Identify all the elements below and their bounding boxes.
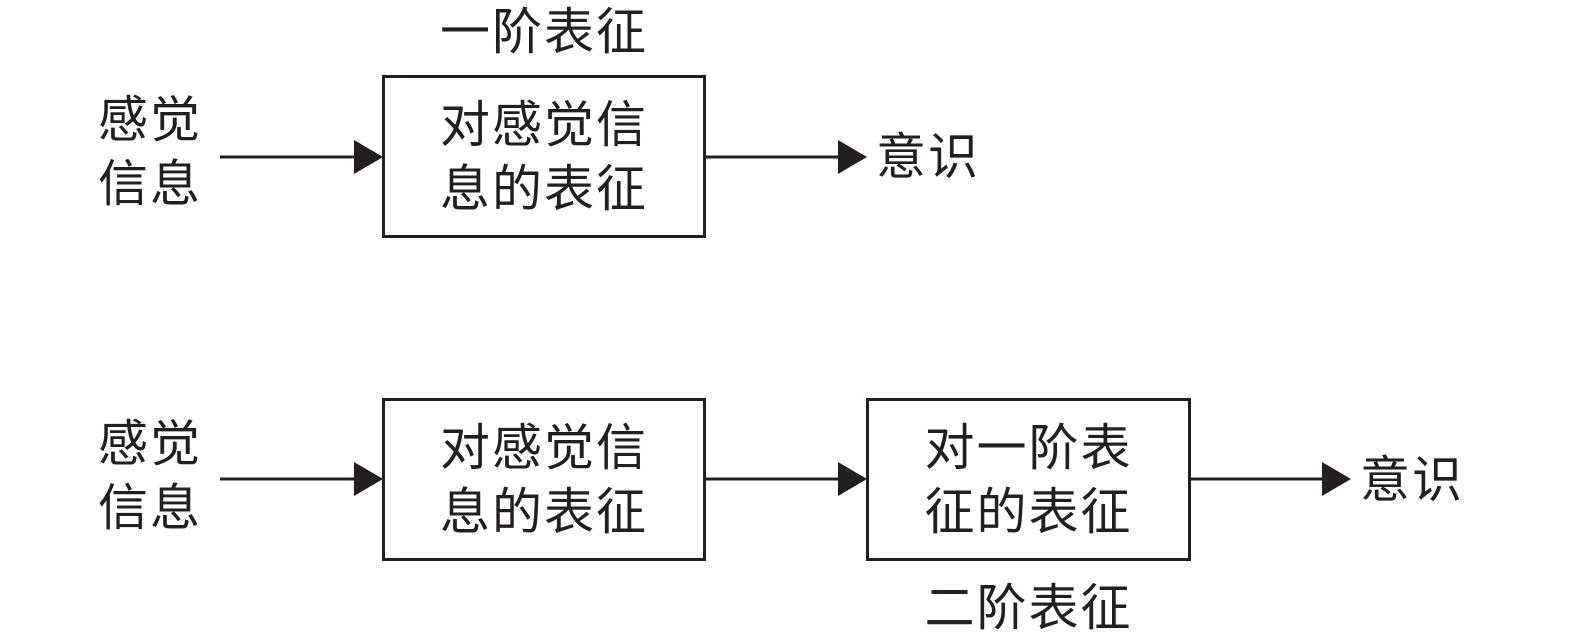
top-input-label: 感觉 信息 (98, 88, 202, 216)
top-input-line1: 感觉 (98, 91, 202, 149)
first-order-title: 一阶表征 (440, 3, 648, 61)
bottom-input-label: 感觉 信息 (98, 412, 202, 540)
bottom-input-line2: 信息 (98, 479, 202, 537)
arrow-bottom-input-head (354, 462, 383, 496)
bottom-output-label: 意识 (1360, 451, 1464, 509)
arrow-bottom-output-head (1322, 462, 1351, 496)
top-representation-box: 对感觉信 息的表征 (382, 75, 706, 238)
bottom-box1-line2: 息的表征 (440, 482, 648, 541)
second-order-caption: 二阶表征 (924, 579, 1133, 637)
arrow-top-output-head (838, 140, 867, 174)
bottom-box2-line2: 征的表征 (924, 482, 1133, 541)
top-box-line2: 息的表征 (440, 159, 648, 218)
arrow-bottom-middle-head (838, 462, 867, 496)
top-output-label: 意识 (876, 128, 980, 186)
bottom-first-order-box: 对感觉信 息的表征 (382, 398, 706, 561)
bottom-second-order-box: 对一阶表 征的表征 (866, 398, 1191, 561)
arrow-top-input-head (354, 140, 383, 174)
top-box-line1: 对感觉信 (440, 95, 648, 154)
top-input-line2: 信息 (98, 155, 202, 213)
bottom-input-line1: 感觉 (98, 415, 202, 473)
bottom-box2-line1: 对一阶表 (924, 418, 1133, 477)
bottom-box1-line1: 对感觉信 (440, 418, 648, 477)
